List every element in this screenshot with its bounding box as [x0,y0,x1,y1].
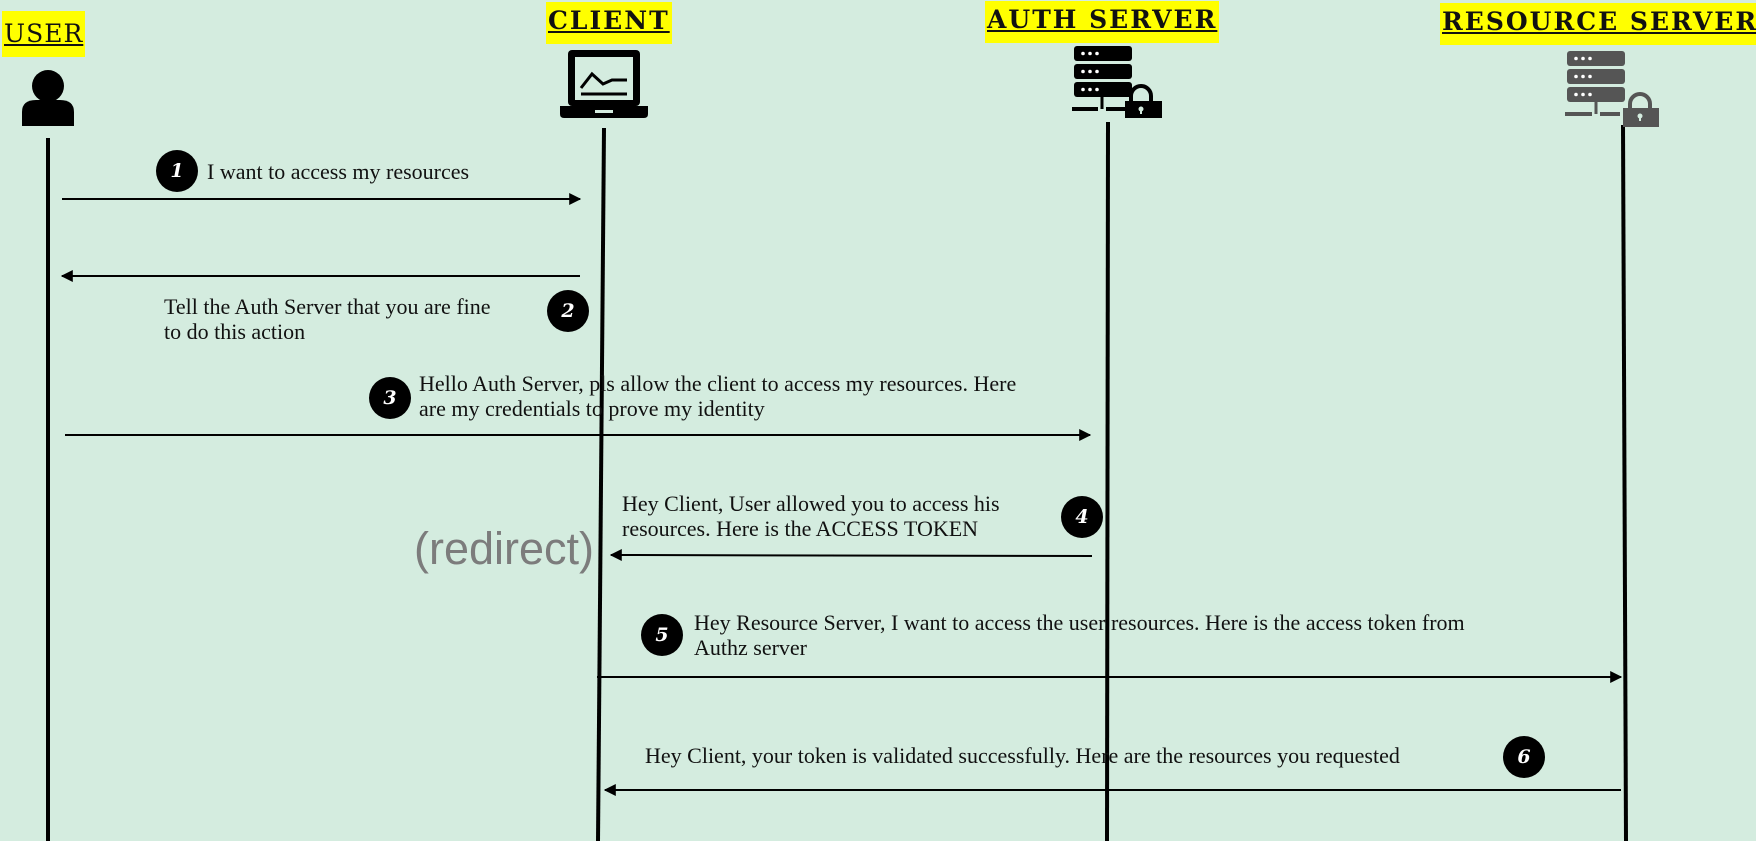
redirect-annotation: (redirect) [414,523,595,574]
message-4-line-1: Hey Client, User allowed you to access h… [622,491,1000,516]
message-3-line-1: Hello Auth Server, pls allow the client … [419,371,1017,396]
person-icon [22,70,74,126]
message-1-text: I want to access my resources [207,159,469,184]
message-1-line-1: I want to access my resources [207,159,470,184]
laptop-icon [560,50,648,118]
step-badge-1: 1 [156,150,198,192]
actor-label-user: USER [2,11,86,57]
message-2-line-2: to do this action [164,319,306,344]
auth-server-lifeline [1105,121,1110,841]
message-4-text: Hey Client, User allowed you to access h… [622,491,1000,541]
step-badge-2: 2 [547,290,589,332]
message-5-text: Hey Resource Server, I want to access th… [694,610,1465,660]
actor-label-client: CLIENT [546,2,672,44]
message-6-text: Hey Client, your token is validated succ… [645,743,1400,768]
step-badge-4: 4 [1061,496,1103,538]
step-badge-3: 3 [369,377,411,419]
actor-label-resource-server: RESOURCE SERVER [1440,3,1756,45]
message-2-line-1: Tell the Auth Server that you are fine [164,294,491,319]
message-5-line-1: Hey Resource Server, I want to access th… [694,610,1465,635]
arrow-4 [609,549,1093,562]
message-5-line-2: Authz server [694,635,808,660]
step-badge-6: 6 [1503,736,1545,778]
message-2-text: Tell the Auth Server that you are fine t… [164,294,491,344]
client-lifeline [596,127,606,841]
resource-server-lifeline [1621,124,1628,841]
message-3-line-2: are my credentials to prove my identity [419,396,765,421]
message-6-line-1: Hey Client, your token is validated succ… [645,743,1400,768]
message-3-text: Hello Auth Server, pls allow the client … [419,371,1016,421]
resource-server-lock-icon [1565,51,1659,127]
auth-server-lock-icon [1072,46,1162,118]
message-4-line-2: resources. Here is the ACCESS TOKEN [622,516,979,541]
step-badge-5: 5 [641,614,683,656]
actor-label-auth-server: AUTH SERVER [985,1,1220,43]
